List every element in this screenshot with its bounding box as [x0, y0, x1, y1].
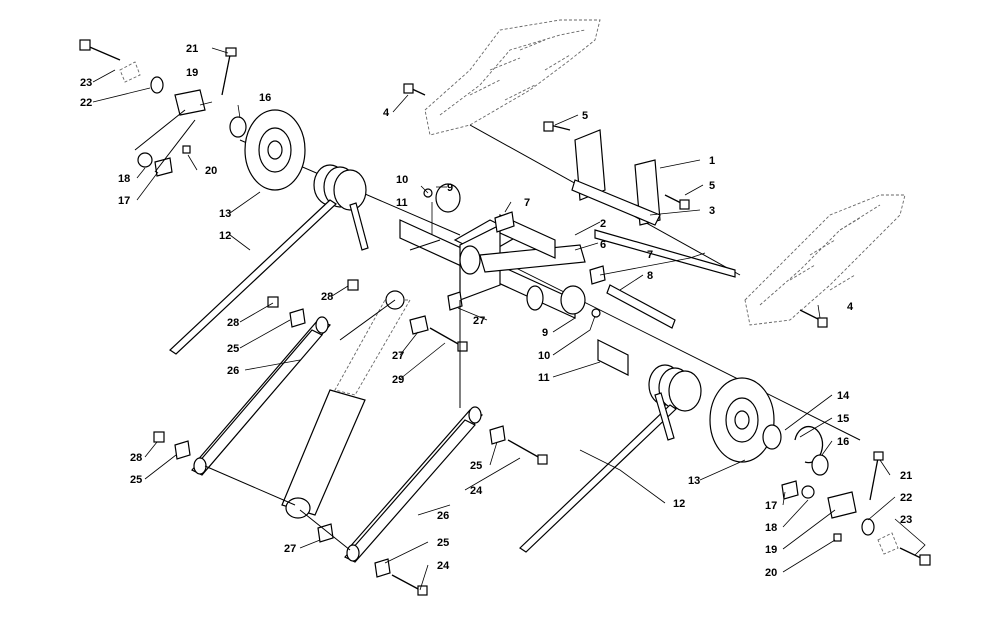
- callout-10-lower: 10: [538, 350, 550, 362]
- callout-3: 3: [709, 205, 715, 217]
- arm-assembly: [399, 214, 586, 319]
- callout-4-lower: 4: [847, 301, 854, 313]
- callout-17-left: 17: [118, 195, 130, 207]
- callout-19-left: 19: [186, 67, 198, 79]
- callout-24-bottom: 24: [437, 560, 450, 572]
- callout-4-upper: 4: [383, 107, 390, 119]
- callout-13-left: 13: [219, 208, 231, 220]
- small-hardware: [153, 83, 828, 443]
- callout-15: 15: [837, 413, 849, 425]
- callout-13-right: 13: [688, 475, 700, 487]
- callout-25-lower-left: 25: [130, 474, 142, 486]
- callout-23-right: 23: [900, 514, 912, 526]
- callout-9-lower: 9: [542, 327, 548, 339]
- callout-29: 29: [392, 374, 404, 386]
- idler-wheel-right: [709, 377, 775, 463]
- callout-28-lower: 28: [130, 452, 142, 464]
- idler-wheel-left: [244, 109, 306, 191]
- callout-21-left: 21: [186, 43, 198, 55]
- callout-7-lower: 7: [647, 249, 653, 261]
- callout-27-upper: 27: [473, 315, 485, 327]
- callout-21-right: 21: [900, 470, 912, 482]
- callout-27-center: 27: [392, 350, 404, 362]
- callout-27-lower: 27: [284, 543, 296, 555]
- callout-23-left: 23: [80, 77, 92, 89]
- callout-26-left: 26: [227, 365, 239, 377]
- callout-24-center: 24: [470, 485, 483, 497]
- callout-10-upper: 10: [396, 174, 408, 186]
- callout-11-lower: 11: [538, 372, 550, 384]
- shock-absorber: [281, 290, 468, 519]
- callout-6: 6: [600, 239, 606, 251]
- rail-frame-lower: [744, 194, 906, 326]
- callout-26-right: 26: [437, 510, 449, 522]
- hub-parts-left: [79, 39, 247, 177]
- callout-22-left: 22: [80, 97, 92, 109]
- callout-1: 1: [709, 155, 715, 167]
- callout-28-upper: 28: [321, 291, 333, 303]
- pivot-shaft: [594, 229, 736, 278]
- spring-left: [169, 164, 369, 355]
- callout-16-right: 16: [837, 436, 849, 448]
- callout-12-right: 12: [673, 498, 685, 510]
- link-left: [191, 316, 331, 476]
- leader-lines: [92, 47, 926, 591]
- callout-5-lower: 5: [709, 180, 715, 192]
- callout-5-upper: 5: [582, 110, 588, 122]
- callout-labels: 1 2 3 4 4 5 5 6 7 7 8 9 9 10 10 11 11 12…: [80, 43, 912, 579]
- callout-19-right: 19: [765, 544, 777, 556]
- rail-frame-upper: [424, 19, 601, 136]
- spring-right: [519, 364, 702, 553]
- callout-25-bottom: 25: [437, 537, 449, 549]
- callout-12-left: 12: [219, 230, 231, 242]
- link-hardware: [174, 239, 548, 596]
- callout-20-left: 20: [205, 165, 217, 177]
- callout-25-center: 25: [470, 460, 482, 472]
- callout-7-upper: 7: [524, 197, 530, 209]
- hub-parts-right: [762, 424, 931, 566]
- link-right: [344, 406, 483, 563]
- callout-11-upper: 11: [396, 197, 408, 209]
- callout-9-upper: 9: [447, 182, 453, 194]
- callout-14: 14: [837, 390, 850, 402]
- callout-20-right: 20: [765, 567, 777, 579]
- callout-18-right: 18: [765, 522, 777, 534]
- callout-28-left: 28: [227, 317, 239, 329]
- callout-17-right: 17: [765, 500, 777, 512]
- mount-bracket: [571, 129, 661, 226]
- callout-16-left: 16: [259, 92, 271, 104]
- callout-22-right: 22: [900, 492, 912, 504]
- callout-18-left: 18: [118, 173, 130, 185]
- callout-2: 2: [600, 218, 606, 230]
- callout-8: 8: [647, 270, 653, 282]
- callout-25-left: 25: [227, 343, 239, 355]
